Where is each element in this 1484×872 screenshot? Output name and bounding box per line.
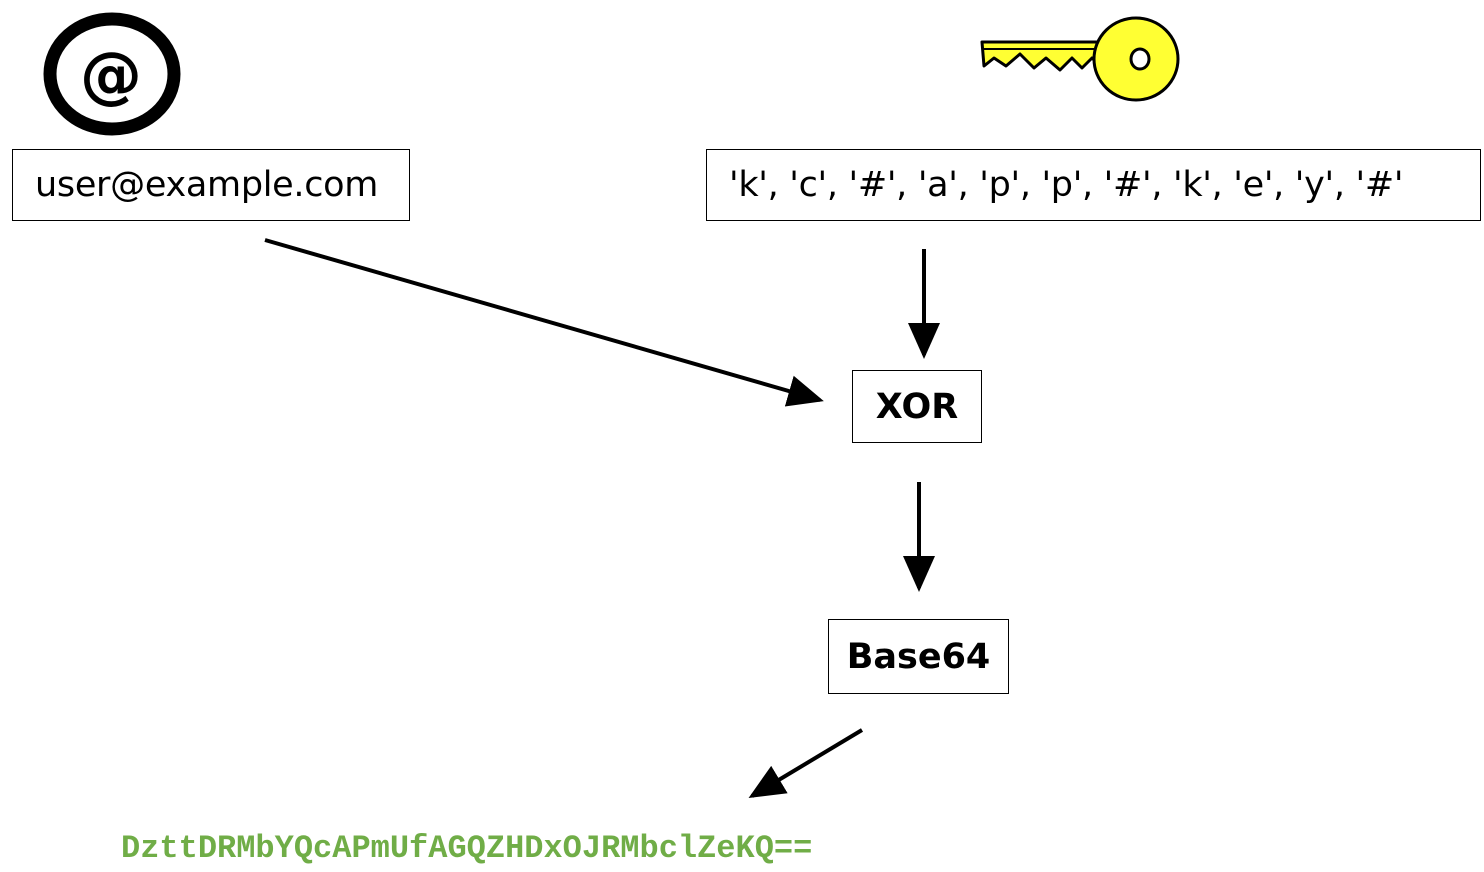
email-value: user@example.com bbox=[35, 165, 379, 205]
output-base64-string: DzttDRMbYQcAPmUfAGQZHDxOJRMbclZeKQ== bbox=[121, 830, 813, 867]
svg-text:@: @ bbox=[80, 38, 142, 111]
base64-step-box: Base64 bbox=[828, 619, 1009, 694]
key-icon bbox=[980, 16, 1180, 102]
xor-label: XOR bbox=[875, 386, 959, 427]
arrow-email-to-xor bbox=[264, 238, 824, 407]
key-input-box: 'k', 'c', '#', 'a', 'p', 'p', '#', 'k', … bbox=[706, 149, 1481, 221]
at-sign-icon: @ bbox=[43, 12, 181, 136]
email-input-box: user@example.com bbox=[12, 149, 410, 221]
xor-step-box: XOR bbox=[852, 370, 982, 443]
base64-label: Base64 bbox=[846, 636, 991, 677]
arrow-base64-to-output bbox=[748, 728, 864, 799]
key-value: 'k', 'c', '#', 'a', 'p', 'p', '#', 'k', … bbox=[729, 165, 1404, 205]
